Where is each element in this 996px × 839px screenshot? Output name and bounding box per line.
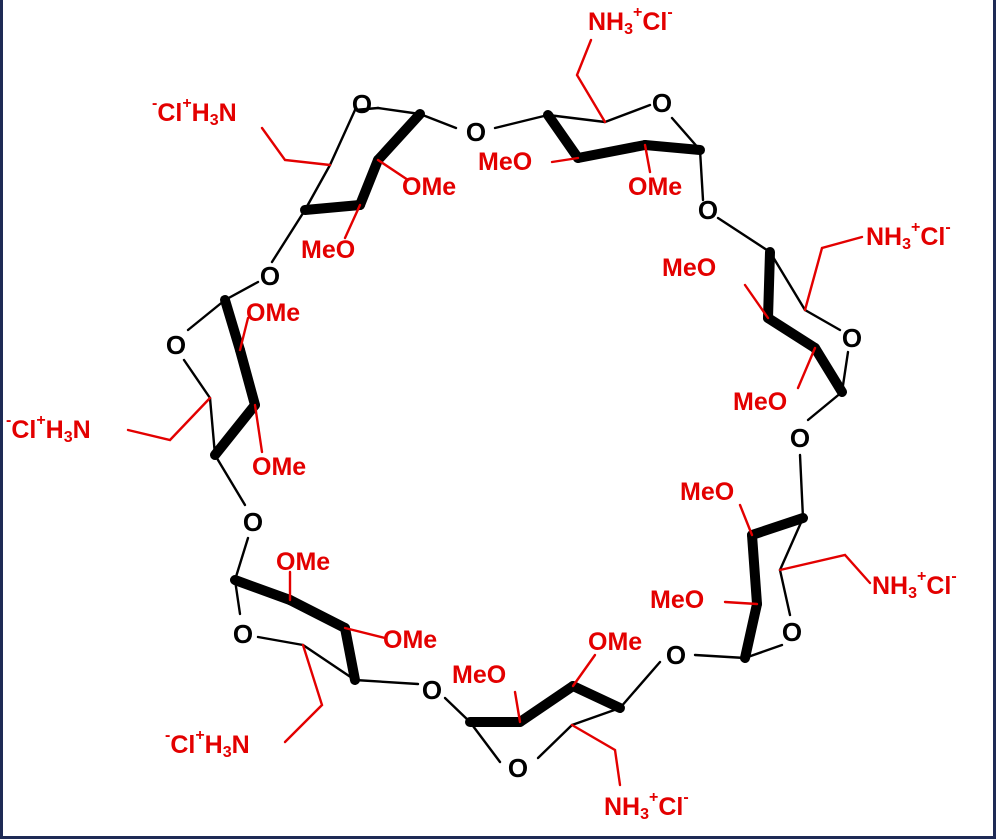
methoxy-a1: OMe	[402, 173, 456, 201]
glycosidic-oxygen-fg: O	[243, 507, 263, 537]
methoxy-b2: OMe	[628, 173, 682, 201]
methoxy-a2: MeO	[301, 236, 355, 264]
frame-right-edge	[993, 0, 996, 839]
ammonium-chloride-e: NH3+Cl-	[604, 789, 689, 823]
ammonium-chloride-d: NH3+Cl-	[872, 568, 957, 602]
ammonium-labels: NH3+Cl- NH3+Cl- NH3+Cl- NH3+Cl- -Cl+H3N …	[6, 4, 957, 823]
oxygen-atoms: O O O O O O O O O O O O O O	[166, 88, 862, 783]
methoxy-e1: MeO	[452, 661, 506, 689]
methoxy-c1: MeO	[662, 254, 716, 282]
methoxy-e2: OMe	[588, 628, 642, 656]
ring-oxygen-a: O	[352, 89, 372, 119]
ammonium-chloride-b: NH3+Cl-	[588, 4, 673, 38]
substituent-bonds	[126, 38, 872, 787]
ring-oxygen-d: O	[782, 617, 802, 647]
glycosidic-oxygen-ab: O	[466, 117, 486, 147]
glycosidic-oxygen-ef: O	[422, 675, 442, 705]
methoxy-d1: MeO	[680, 478, 734, 506]
ring-oxygen-e: O	[508, 753, 528, 783]
methoxy-g2: OMe	[252, 453, 306, 481]
ring-oxygen-f: O	[233, 619, 253, 649]
skeleton-bonds	[182, 103, 850, 764]
methoxy-d2: MeO	[650, 586, 704, 614]
methoxy-g1: OMe	[246, 299, 300, 327]
ammonium-chloride-g: -Cl+H3N	[6, 412, 91, 446]
frame-bottom-edge	[0, 836, 996, 839]
glycosidic-oxygen-cd: O	[790, 423, 810, 453]
glycosidic-oxygen-ga: O	[260, 261, 280, 291]
ammonium-chloride-f: -Cl+H3N	[165, 727, 250, 761]
glycosidic-oxygen-de: O	[666, 640, 686, 670]
ammonium-chloride-a: -Cl+H3N	[152, 95, 237, 129]
ring-oxygen-b: O	[652, 88, 672, 118]
methoxy-f1: OMe	[276, 548, 330, 576]
methoxy-c2: MeO	[733, 388, 787, 416]
ammonium-chloride-c: NH3+Cl-	[866, 219, 951, 253]
methoxy-b1: MeO	[478, 148, 532, 176]
ring-oxygen-g: O	[166, 330, 186, 360]
frame-left-edge	[0, 0, 3, 839]
glycosidic-oxygen-bc: O	[698, 195, 718, 225]
ring-oxygen-c: O	[842, 323, 862, 353]
methoxy-labels: OMe MeO MeO OMe MeO MeO MeO MeO MeO OMe …	[246, 148, 787, 689]
methoxy-f2: OMe	[383, 626, 437, 654]
